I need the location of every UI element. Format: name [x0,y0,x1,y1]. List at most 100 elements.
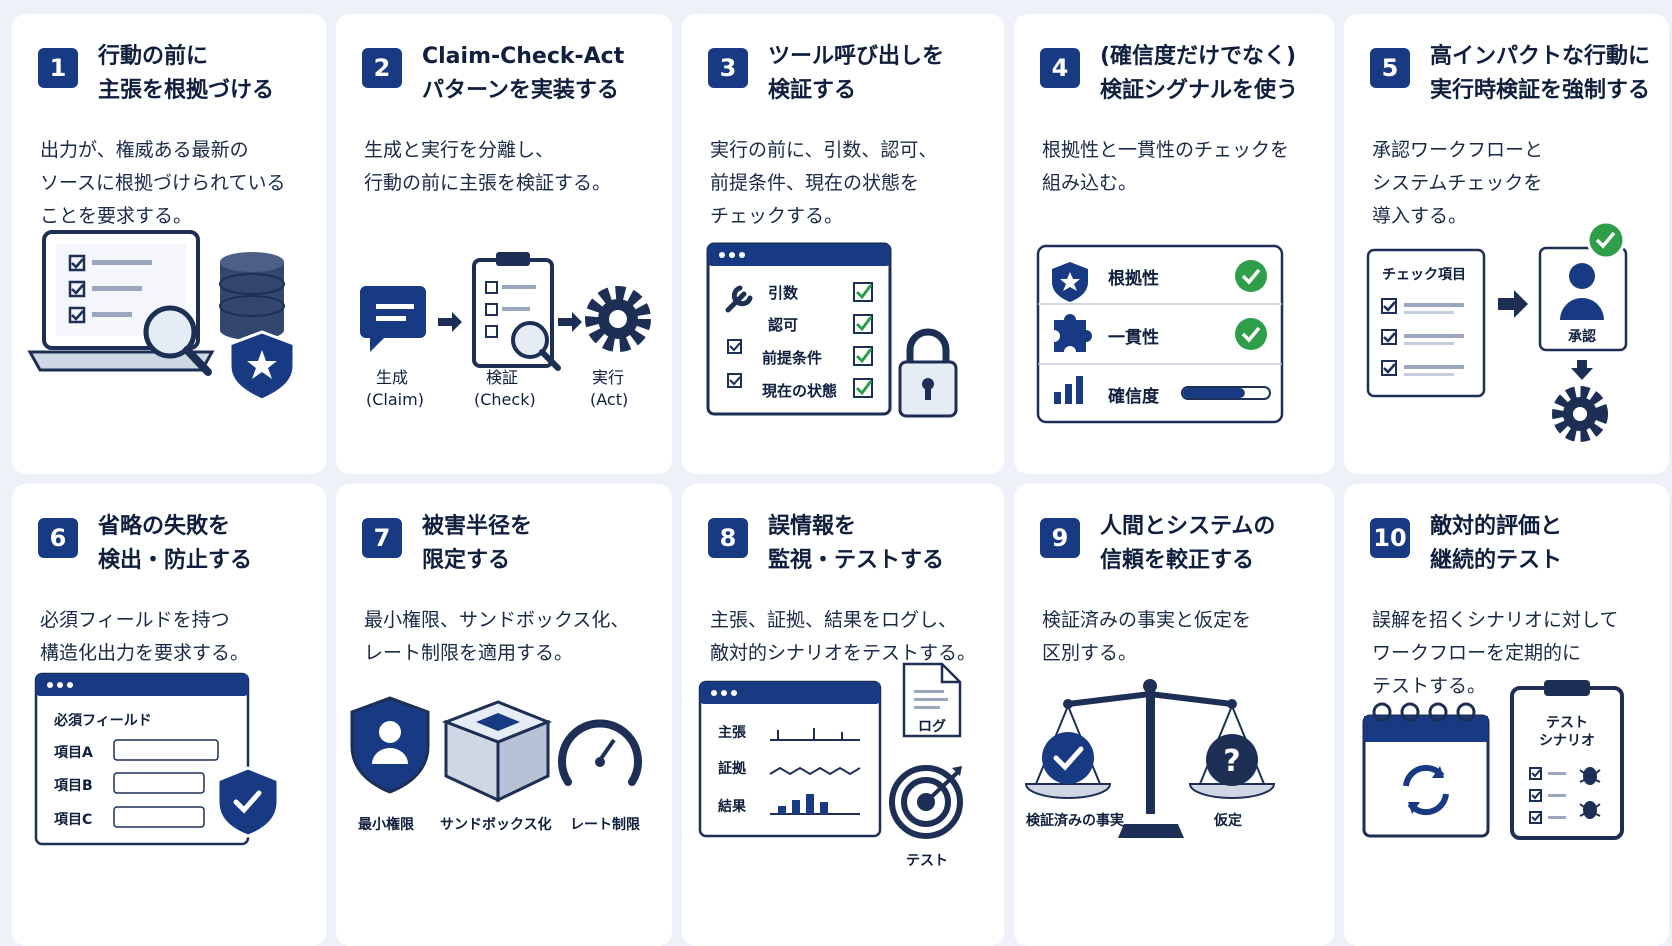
test-label: テスト [906,853,948,869]
check-row-preconditions: 前提条件 [762,349,823,367]
card-description: 必須フィールドを持つ 構造化出力を要求する。 [40,609,250,664]
claim-check-act-illustration [360,252,651,371]
card-7: 7 被害半径を 限定する 最小権限、サンドボックス化、 レート制限を適用する。 [336,484,672,946]
monitoring-illustration [698,662,963,839]
card-number: 10 [1370,518,1410,558]
arrow-right-icon [438,312,462,332]
card-3: 3 ツール呼び出しを 検証する 実行の前に、引数、認可、 前提条件、現在の状態を… [682,14,1004,474]
signal-confidence-label: 確信度 [1108,387,1159,407]
card-number: 9 [1040,518,1080,558]
checklist-title: チェック項目 [1382,267,1466,283]
item-least-privilege: 最小権限 [358,817,414,833]
clipboard-bug-icon [1510,680,1624,840]
card-number: 2 [362,48,402,88]
card-title: 敵対的評価と 継続的テスト [1430,514,1563,573]
gear-icon [1552,386,1608,442]
question-circle-icon: ? [1206,734,1258,786]
card-title: 高インパクトな行動に 実行時検証を強制する [1430,44,1651,103]
card-description: 誤解を招くシナリオに対して ワークフローを定期的に テストする。 [1372,609,1619,697]
person-icon [1538,246,1628,352]
calendar-refresh-icon [1362,702,1490,838]
approval-workflow-illustration [1366,220,1628,442]
monitor-row-claim: 主張 [718,725,746,741]
gear-icon [585,286,651,352]
structured-form-illustration [34,672,280,846]
card-9: 9 人間とシステムの 信頼を較正する 検証済みの事実と仮定を 区別する。 [1014,484,1334,946]
shield-check-icon [216,766,280,838]
verified-fact-label: 検証済みの事実 [1026,813,1124,829]
confidence-bar-fill [1183,388,1245,398]
form-title: 必須フィールド [54,713,152,729]
wrench-icon [725,285,753,313]
card-title: 被害半径を 限定する [422,514,533,573]
check-row-current-state: 現在の状態 [762,382,838,400]
card-description: 最小権限、サンドボックス化、 レート制限を適用する。 [364,609,630,664]
checkbox-icon [727,339,742,388]
clipboard-title: テスト シナリオ [1539,715,1595,749]
card-description: 出力が、権威ある最新の ソースに根拠づけられている ことを要求する。 [40,139,286,227]
magnifier-icon [143,305,212,376]
card-number: 3 [708,48,748,88]
card-number: 4 [1040,48,1080,88]
card-title: 行動の前に 主張を根拠づける [98,44,275,103]
card-number: 8 [708,518,748,558]
card-number: 1 [38,48,78,88]
field-b-label: 項目B [54,778,93,794]
monitor-row-result: 結果 [718,799,746,815]
card-description: 検証済みの事実と仮定を 区別する。 [1042,609,1252,664]
card-description: 根拠性と一貫性のチェックを 組み込む。 [1042,139,1290,194]
tool-call-window-illustration [706,242,958,418]
grounding-illustration [27,230,296,402]
card-5: 5 高インパクトな行動に 実行時検証を強制する 承認ワークフローと システムチェ… [1344,14,1669,474]
card-description: 生成と実行を分離し、 行動の前に主張を検証する。 [364,139,612,194]
target-icon [889,765,963,839]
card-6: 6 省略の失敗を 検出・防止する 必須フィールドを持つ 構造化出力を要求する。 … [12,484,326,946]
blast-radius-illustration [350,696,642,803]
document-icon [902,662,962,738]
card-title: 省略の失敗を 検出・防止する [98,514,253,573]
padlock-icon [898,328,958,418]
check-circle-icon [1235,260,1267,350]
chat-bubble-icon [360,286,426,352]
clipboard-magnifier-icon [472,252,561,371]
card-title: ツール呼び出しを 検証する [768,44,945,103]
card-title: 人間とシステムの 信頼を較正する [1100,514,1276,573]
approval-label: 承認 [1568,329,1596,345]
trust-calibration-illustration: ? [1024,679,1276,838]
card-number: 6 [38,518,78,558]
card-8: 8 誤情報を 監視・テストする 主張、証拠、結果をログし、 敵対的シナリオをテス… [682,484,1004,946]
sandbox-box-icon [441,700,553,803]
card-title: Claim-Check-Act パターンを実装する [422,44,625,103]
check-circle-icon [1042,732,1094,784]
log-label: ログ [918,719,946,735]
bar-chart-icon [1054,376,1083,404]
monitor-row-evidence: 証拠 [718,761,746,777]
card-title: (確信度だけでなく) 検証シグナルを使う [1100,44,1299,103]
card-number: 7 [362,518,402,558]
puzzle-icon [1054,314,1092,352]
check-row-authorization: 認可 [768,316,799,334]
database-icon [219,252,285,340]
step-check-label: 検証 [486,368,519,387]
balance-scale-icon [1024,679,1276,838]
shield-person-icon [350,696,430,794]
check-badge-icon [1586,220,1626,260]
green-checks [853,282,873,398]
arrow-right-icon [558,312,582,332]
step-act-sub: (Act) [590,390,629,409]
card-10: 10 敵対的評価と 継続的テスト 誤解を招くシナリオに対して ワークフローを定期… [1344,484,1669,946]
signal-groundedness-label: 根拠性 [1108,269,1159,289]
card-description: 承認ワークフローと システムチェックを 導入する。 [1372,139,1544,227]
shield-star-icon [228,330,296,402]
card-number: 5 [1370,48,1410,88]
field-c-label: 項目C [54,812,93,828]
signal-consistency-label: 一貫性 [1108,328,1159,348]
signals-panel-illustration [1036,244,1284,424]
svg-text:?: ? [1223,744,1240,779]
assumption-label: 仮定 [1214,813,1242,829]
step-claim-label: 生成 [376,368,409,387]
card-title: 誤情報を 監視・テストする [768,514,945,573]
check-row-arguments: 引数 [768,284,799,302]
continuous-testing-illustration [1362,680,1624,840]
shield-star-icon [1052,262,1088,302]
